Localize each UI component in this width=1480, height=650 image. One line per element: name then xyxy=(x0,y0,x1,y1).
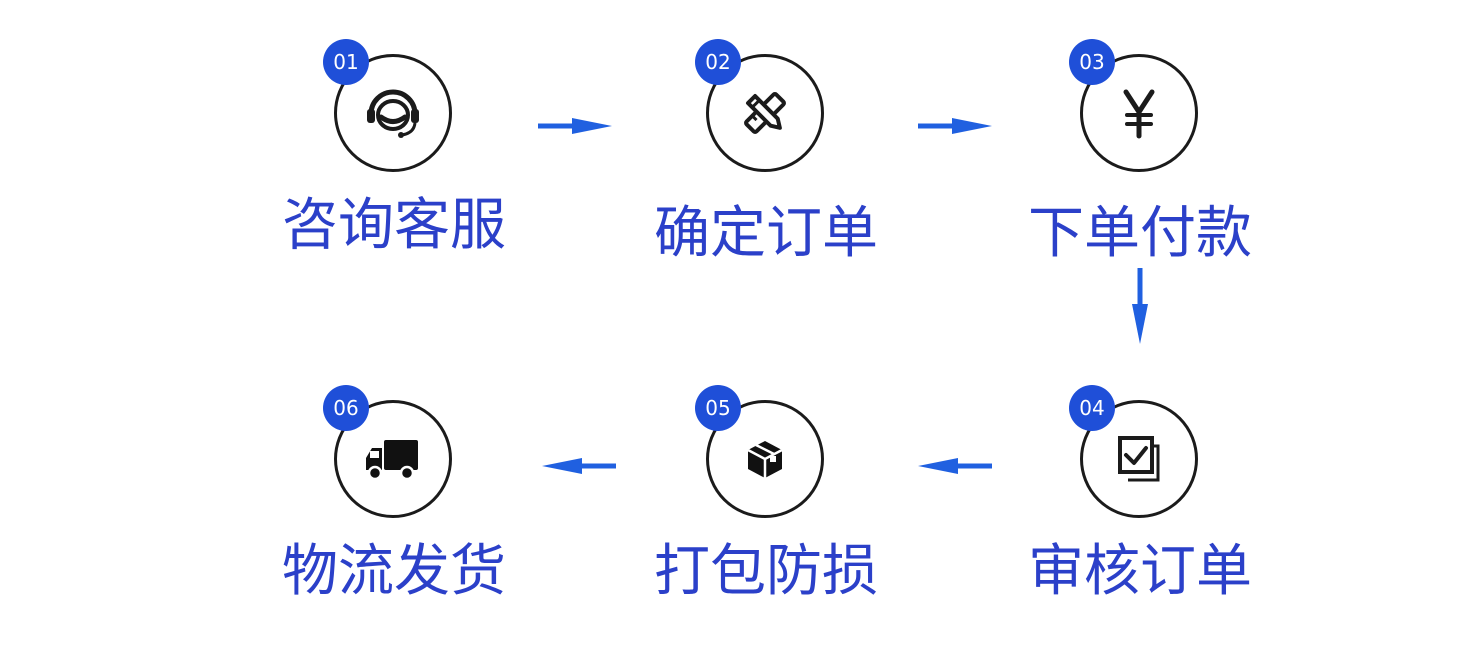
customer-service-headset-icon xyxy=(367,89,419,138)
checkbox-icon xyxy=(1118,436,1160,482)
step-03: 03 下单付款 xyxy=(1020,39,1260,304)
step-label: 打包防损 xyxy=(654,539,878,604)
step-number-badge: 02 xyxy=(695,39,741,85)
step-04: 04 审核订单 xyxy=(1020,385,1260,650)
arrow-right-icon xyxy=(918,118,992,134)
arrow-left-icon xyxy=(918,458,992,474)
step-circle: 04 xyxy=(1069,385,1198,518)
step-number-badge: 05 xyxy=(695,385,741,431)
step-number-badge: 03 xyxy=(1069,39,1115,85)
yen-symbol-icon xyxy=(1123,89,1155,139)
step-label: 下单付款 xyxy=(1028,201,1252,266)
step-label: 审核订单 xyxy=(1028,539,1252,604)
step-circle: 05 xyxy=(695,385,824,518)
step-circle: 06 xyxy=(323,385,452,518)
arrow-right-icon xyxy=(538,118,612,134)
step-number-badge: 04 xyxy=(1069,385,1115,431)
step-circle: 01 xyxy=(323,39,452,172)
delivery-truck-icon xyxy=(366,440,418,481)
pencil-ruler-icon xyxy=(744,92,786,134)
step-number-badge: 01 xyxy=(323,39,369,85)
step-label: 物流发货 xyxy=(282,539,506,604)
step-circle: 03 xyxy=(1069,39,1198,172)
step-circle: 02 xyxy=(695,39,824,172)
package-box-icon xyxy=(747,441,783,478)
step-01: 01 咨询客服 xyxy=(274,39,514,304)
step-number-badge: 06 xyxy=(323,385,369,431)
arrow-left-icon xyxy=(542,458,616,474)
step-02: 02 确定订单 xyxy=(646,39,886,304)
step-05: 05 打包防损 xyxy=(646,385,886,650)
step-06: 06 物流发货 xyxy=(274,385,514,650)
arrow-down-icon xyxy=(1132,268,1148,344)
step-label: 确定订单 xyxy=(654,201,878,266)
step-label: 咨询客服 xyxy=(282,193,506,258)
